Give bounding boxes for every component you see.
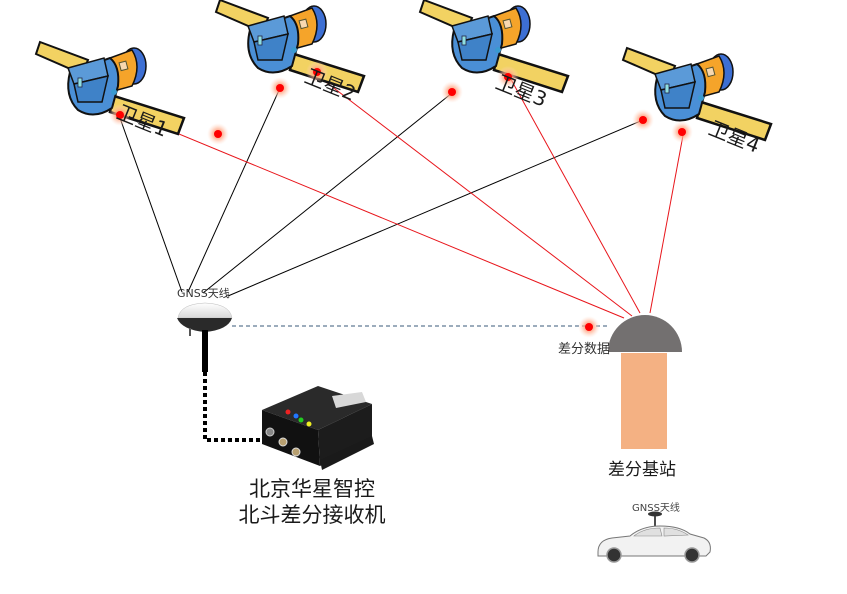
differential-data-label: 差分数据 bbox=[558, 342, 611, 357]
base-signal-line-sat1 bbox=[149, 121, 625, 319]
base-signal-line-sat3 bbox=[507, 73, 641, 314]
base-signal-line-sat2 bbox=[304, 65, 633, 317]
differential-base-station bbox=[608, 315, 682, 449]
rover-signal-line-sat3 bbox=[202, 92, 453, 294]
rover-signal-line-sat4 bbox=[227, 119, 644, 297]
signal-dot bbox=[632, 109, 654, 131]
rover-gnss-antenna bbox=[177, 302, 233, 372]
receiver-label-line1: 北京华星智控 bbox=[249, 477, 375, 501]
receiver-label-line2: 北斗差分接收机 bbox=[238, 503, 386, 527]
satellite-3 bbox=[418, 0, 570, 94]
base-station-label: 差分基站 bbox=[608, 460, 676, 480]
signal-dot bbox=[207, 123, 229, 145]
antenna-cable bbox=[203, 372, 262, 442]
rover-signal-line-sat1 bbox=[119, 117, 183, 293]
signal-dot bbox=[441, 81, 463, 103]
vehicle-antenna-label: GNSS天线 bbox=[632, 503, 680, 514]
base-signal-lines bbox=[149, 65, 685, 319]
rover-signal-line-sat2 bbox=[187, 87, 281, 293]
rover-antenna-label: GNSS天线 bbox=[177, 287, 230, 300]
signal-dot bbox=[269, 77, 291, 99]
receiver-label: 北京华星智控 北斗差分接收机 bbox=[232, 476, 392, 528]
beidou-differential-receiver bbox=[262, 386, 374, 470]
rover-signal-lines bbox=[119, 87, 644, 297]
vehicle bbox=[597, 511, 711, 563]
signal-dot bbox=[578, 316, 600, 338]
base-signal-line-sat4 bbox=[649, 129, 685, 314]
signal-dot bbox=[671, 121, 693, 143]
